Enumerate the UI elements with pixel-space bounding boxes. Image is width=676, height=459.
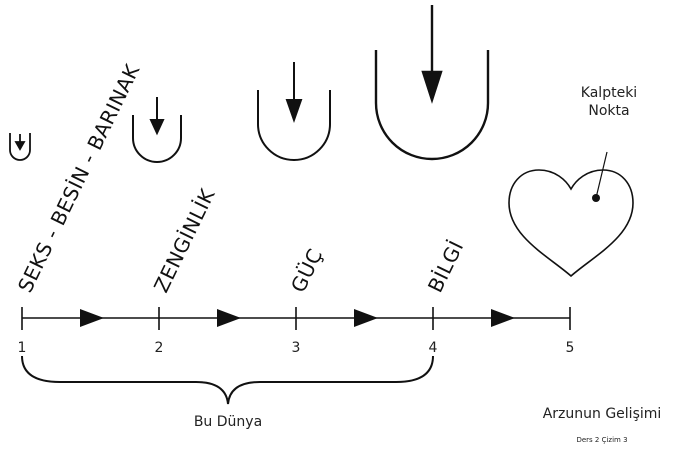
caption-title: Arzunun Gelişimi xyxy=(543,406,662,422)
arrow-1 xyxy=(80,309,104,327)
tick-number-4: 4 xyxy=(429,340,438,356)
timeline-axis xyxy=(21,307,571,330)
arrow-3 xyxy=(354,309,378,327)
heart-point-pointer xyxy=(595,151,608,199)
stage-label-3: GÜÇ xyxy=(286,245,328,297)
caption-subtitle: Ders 2 Çizim 3 xyxy=(576,436,627,444)
tick-number-2: 2 xyxy=(155,340,164,356)
stage-label-4: BİLGİ xyxy=(423,237,469,297)
brace-label: Bu Dünya xyxy=(194,414,262,430)
heart-label-line1: Kalpteki xyxy=(581,85,637,101)
heart-label-line2: Nokta xyxy=(588,103,629,119)
vessel-4 xyxy=(374,5,490,161)
arrow-4 xyxy=(491,309,515,327)
heart-shape xyxy=(508,151,634,278)
vessel-1 xyxy=(9,133,31,161)
vessel-3 xyxy=(257,62,331,161)
tick-number-5: 5 xyxy=(566,340,575,356)
vessel-2 xyxy=(132,97,182,163)
tick-number-3: 3 xyxy=(292,340,301,356)
arrow-2 xyxy=(217,309,241,327)
stage-label-2: ZENGİNLİK xyxy=(149,184,220,296)
stage-label-1: SEKS - BESİN - BARINAK xyxy=(13,60,145,296)
timeline-arrows xyxy=(80,309,515,327)
this-world-brace xyxy=(21,355,434,405)
tick-number-1: 1 xyxy=(18,340,27,356)
